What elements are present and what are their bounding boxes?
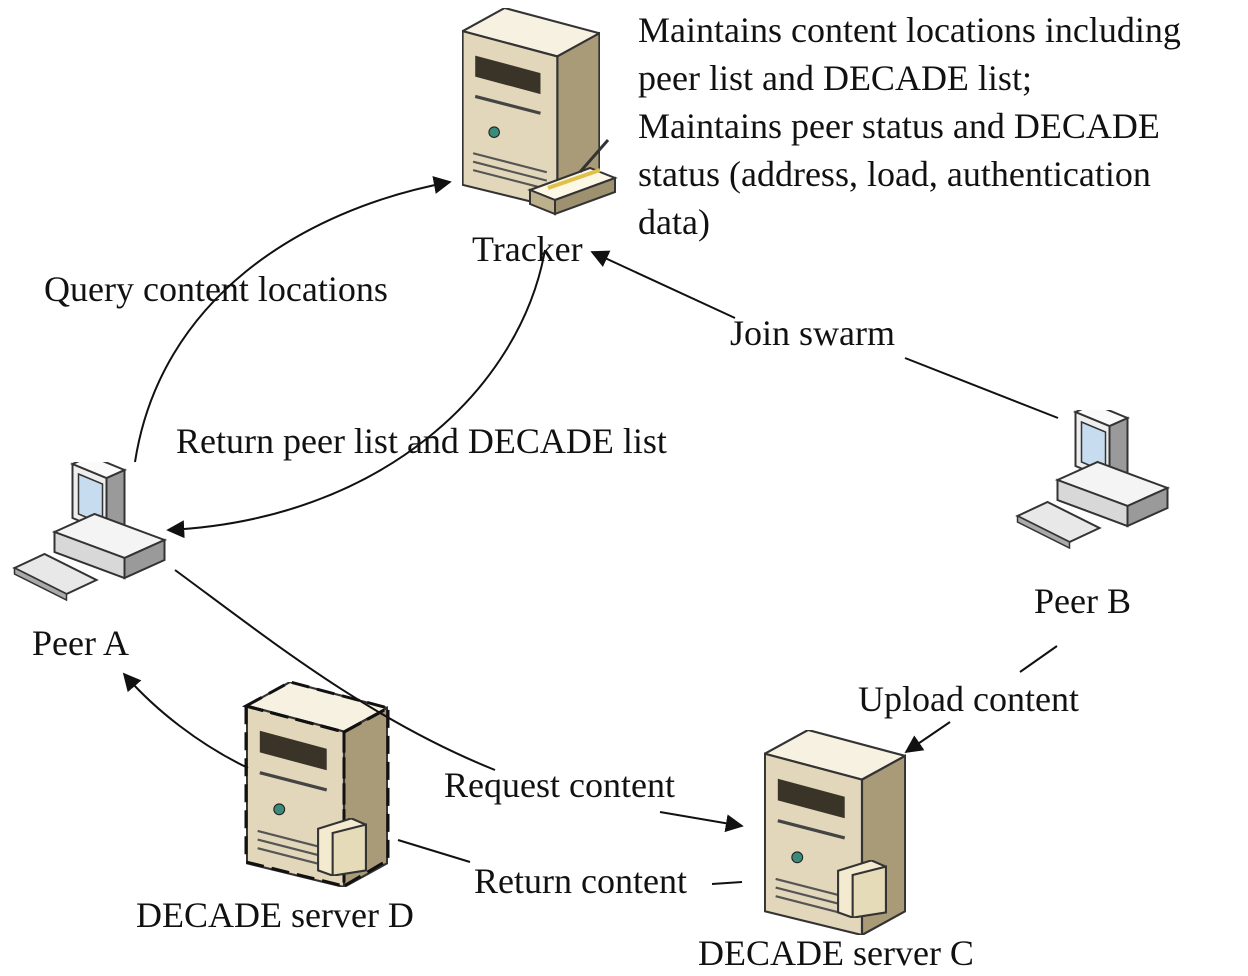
edge-return-list bbox=[166, 249, 546, 539]
tracker-description-line: Maintains content locations including bbox=[638, 10, 1181, 50]
server-d-label: DECADE server D bbox=[136, 895, 414, 935]
tracker-label: Tracker bbox=[472, 229, 583, 269]
edge-join-swarm-b bbox=[904, 357, 1059, 419]
request-content-label: Request content bbox=[444, 765, 675, 805]
tracker-router-icon bbox=[527, 139, 618, 216]
tracker-description-line: data) bbox=[638, 202, 710, 242]
server-c-label: DECADE server C bbox=[698, 933, 974, 973]
edge-return-content-b bbox=[397, 839, 471, 863]
edge-server-d-to-peer-a bbox=[122, 672, 249, 769]
edge-upload-b bbox=[904, 721, 951, 754]
return-list-label: Return peer list and DECADE list bbox=[176, 421, 667, 461]
edge-return-content-a bbox=[711, 881, 743, 885]
peer-a-label: Peer A bbox=[32, 623, 129, 663]
upload-content-label: Upload content bbox=[858, 679, 1079, 719]
peer-b-computer-icon bbox=[1016, 410, 1169, 550]
edge-upload-a bbox=[1019, 645, 1058, 673]
edge-request-b bbox=[659, 811, 744, 833]
return-content-label: Return content bbox=[474, 861, 687, 901]
edge-join-swarm-a bbox=[590, 250, 736, 319]
edge-query bbox=[134, 176, 452, 463]
server-c-folder-icon bbox=[837, 860, 887, 918]
edge-request-a bbox=[174, 569, 496, 771]
server-c-icon bbox=[764, 730, 906, 935]
tracker-description-line: Maintains peer status and DECADE bbox=[638, 106, 1160, 146]
tracker-description-line: status (address, load, authentication bbox=[638, 154, 1151, 194]
query-content-label: Query content locations bbox=[44, 269, 388, 309]
tracker-description-line: peer list and DECADE list; bbox=[638, 58, 1032, 98]
join-swarm-label: Join swarm bbox=[730, 313, 895, 353]
tracker-server-icon bbox=[462, 8, 618, 216]
server-d-icon bbox=[241, 680, 393, 889]
tracker-description: Maintains content locations including pe… bbox=[638, 6, 1181, 246]
peer-a-computer-icon bbox=[13, 462, 166, 602]
peer-b-label: Peer B bbox=[1034, 581, 1131, 621]
server-d-folder-icon bbox=[317, 818, 367, 876]
